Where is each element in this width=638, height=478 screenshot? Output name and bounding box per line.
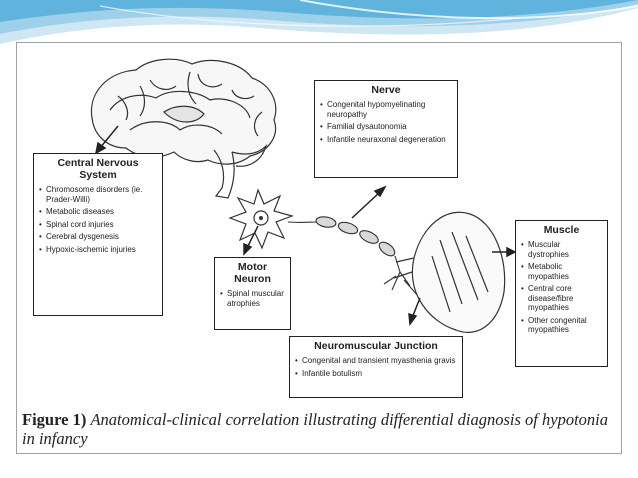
motor-neuron-box: Motor Neuron Spinal muscular atrophies bbox=[214, 257, 291, 330]
figure-caption: Figure 1) Anatomical-clinical correlatio… bbox=[22, 410, 618, 448]
motor-neuron-star bbox=[228, 188, 294, 250]
muscle-title: Muscle bbox=[543, 224, 580, 236]
list-item: Muscular dystrophies bbox=[521, 240, 602, 259]
cns-list: Chromosome disorders (ie. Prader-Willi) … bbox=[39, 185, 157, 254]
list-item: Spinal muscular atrophies bbox=[220, 289, 285, 308]
muscle-illustration bbox=[393, 211, 506, 333]
nmj-list: Congenital and transient myasthenia grav… bbox=[295, 356, 457, 378]
motor-neuron-title: Motor Neuron bbox=[234, 261, 271, 285]
list-item: Familial dysautonomia bbox=[320, 122, 452, 132]
list-item: Infantile botulism bbox=[295, 369, 457, 379]
figure-label: Figure 1) bbox=[22, 410, 87, 429]
axon-chain bbox=[287, 216, 419, 297]
cns-title: Central Nervous System bbox=[57, 157, 139, 181]
muscle-list: Muscular dystrophies Metabolic myopathie… bbox=[521, 240, 602, 335]
list-item: Central core disease/fibre myopathies bbox=[521, 284, 602, 313]
nerve-list: Congenital hypomyelinating neuropathy Fa… bbox=[320, 100, 452, 144]
connector-arrows bbox=[94, 125, 517, 326]
list-item: Cerebral dysgenesis bbox=[39, 232, 157, 242]
list-item: Infantile neuraxonal degeneration bbox=[320, 135, 452, 145]
nerve-box: Nerve Congenital hypomyelinating neuropa… bbox=[314, 80, 458, 178]
nmj-title: Neuromuscular Junction bbox=[314, 340, 438, 352]
slide-header-swoosh bbox=[0, 0, 638, 44]
nerve-title: Nerve bbox=[371, 84, 401, 96]
figure-caption-text: Anatomical-clinical correlation illustra… bbox=[22, 410, 609, 448]
list-item: Chromosome disorders (ie. Prader-Willi) bbox=[39, 185, 157, 204]
list-item: Metabolic myopathies bbox=[521, 262, 602, 281]
muscle-box: Muscle Muscular dystrophies Metabolic my… bbox=[515, 220, 608, 367]
list-item: Spinal cord injuries bbox=[39, 220, 157, 230]
list-item: Hypoxic-ischemic injuries bbox=[39, 245, 157, 255]
nmj-box: Neuromuscular Junction Congenital and tr… bbox=[289, 336, 463, 398]
list-item: Other congenital myopathies bbox=[521, 316, 602, 335]
list-item: Metabolic diseases bbox=[39, 207, 157, 217]
list-item: Congenital hypomyelinating neuropathy bbox=[320, 100, 452, 119]
list-item: Congenital and transient myasthenia grav… bbox=[295, 356, 457, 366]
motor-neuron-list: Spinal muscular atrophies bbox=[220, 289, 285, 308]
brain-illustration bbox=[90, 58, 277, 199]
cns-box: Central Nervous System Chromosome disord… bbox=[33, 153, 163, 316]
